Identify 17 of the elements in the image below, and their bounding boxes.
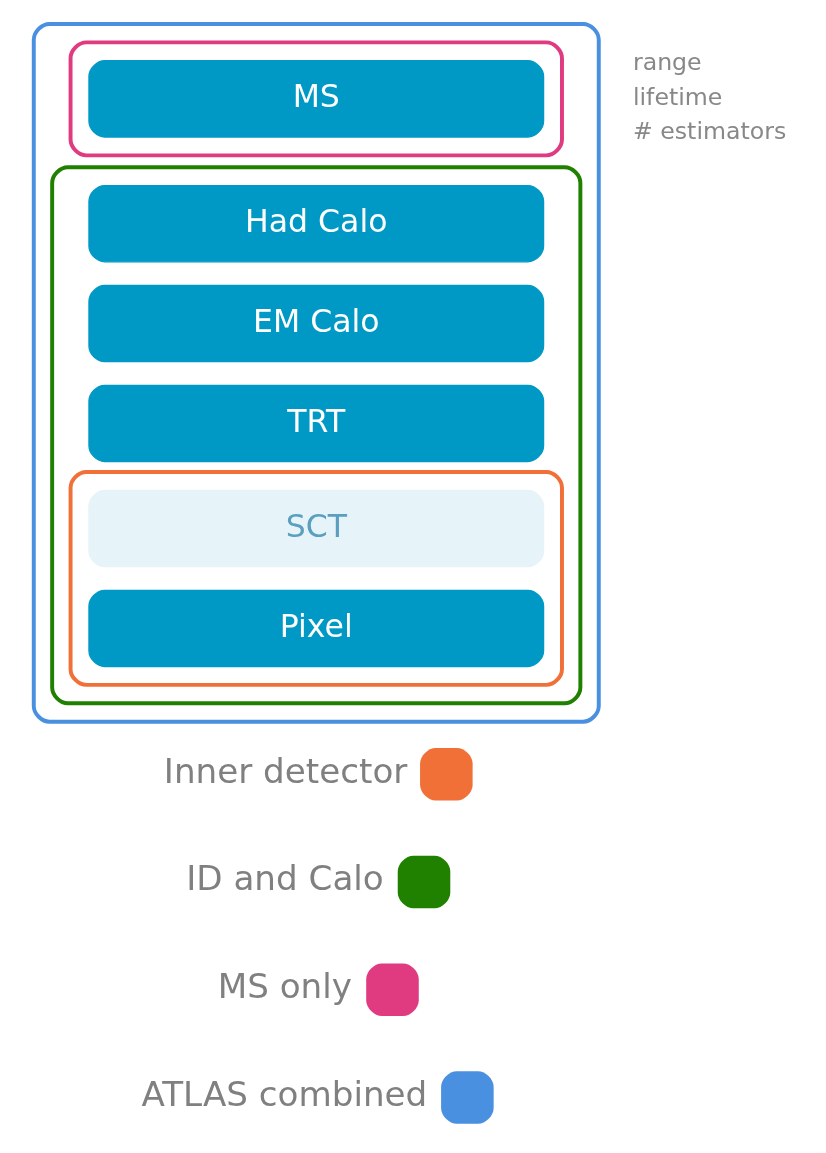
node-box: TRT: [87, 384, 544, 463]
node-box: Pixel: [87, 589, 544, 668]
node-box: EM Calo: [87, 284, 544, 363]
cluster: [31, 22, 601, 724]
node-box: MS: [87, 60, 544, 138]
legend-label: Inner detector: [163, 750, 407, 791]
node-box: Had Calo: [87, 184, 544, 263]
cluster: [68, 470, 564, 687]
label: range: [632, 48, 702, 77]
label: lifetime: [632, 82, 722, 111]
label: # estimators: [632, 116, 786, 145]
legend-label: ATLAS combined: [141, 1073, 427, 1114]
node-box: SCT: [87, 489, 544, 568]
legend-label: MS only: [217, 966, 352, 1007]
cluster: [49, 165, 582, 706]
legend-label: ID and Calo: [185, 858, 384, 899]
cluster: [68, 40, 564, 158]
